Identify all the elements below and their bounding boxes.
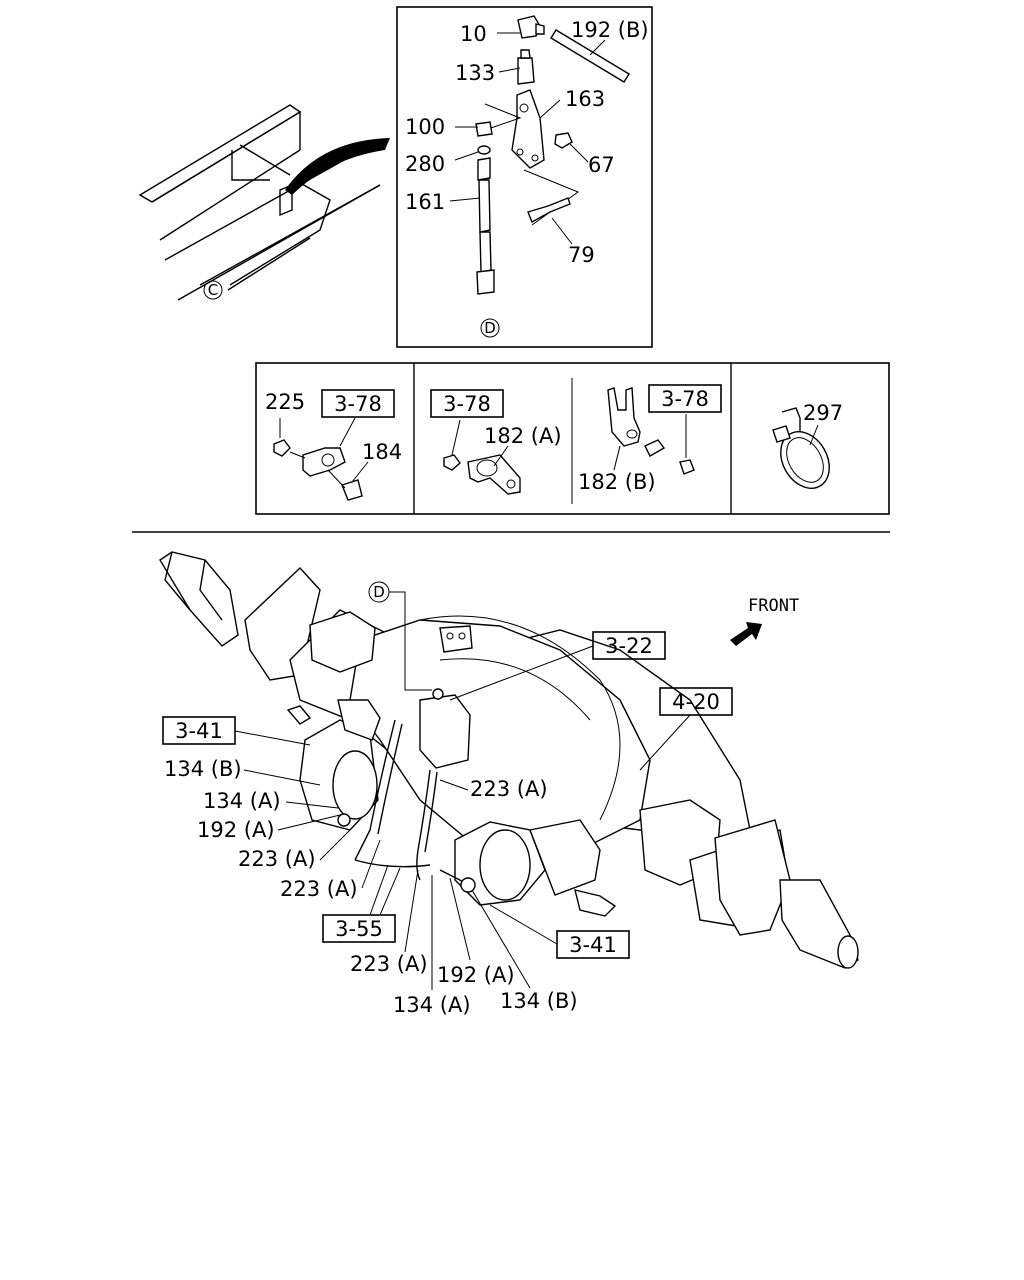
ref-box-3-41-left: 3-41 [175,719,223,743]
label-192a-bottom: 192 (A) [437,963,515,987]
label-part-67: 67 [588,153,615,177]
clip-panel-1: 3-78 225 184 [265,389,402,501]
label-223a-left-1: 223 (A) [238,847,316,871]
label-part-161: 161 [405,190,445,214]
label-part-79: 79 [568,243,595,267]
clip-panel-2: 3-78 182 (A) [430,389,562,495]
main-bottom-labels: 223 (A) 192 (A) 134 (A) 134 (B) [350,869,578,1017]
label-223a-left-2: 223 (A) [280,877,358,901]
label-134b-bottom: 134 (B) [500,989,578,1013]
circle-label-d-inset: D [484,319,496,337]
label-134b-left: 134 (B) [164,757,242,781]
label-part-192b: 192 (B) [571,18,649,42]
label-part-225: 225 [265,390,305,414]
ref-box-3-78-panel2: 3-78 [443,392,491,416]
ref-box-4-20: 4-20 [672,690,720,714]
ref-box-3-22: 3-22 [605,634,653,658]
clip-panel-4: 297 [772,401,843,489]
front-direction-indicator: FRONT [730,596,799,646]
ref-box-3-55: 3-55 [335,917,383,941]
label-part-182b: 182 (B) [578,470,656,494]
circle-label-d-main: D [373,583,385,601]
label-part-10: 10 [460,22,487,46]
ref-box-3-78-panel1: 3-78 [334,392,382,416]
ref-box-3-41-right: 3-41 [569,933,617,957]
leader-223a-center [439,779,469,791]
label-part-280: 280 [405,152,445,176]
front-arrow-icon [730,622,762,646]
label-part-133: 133 [455,61,495,85]
label-part-297: 297 [803,401,843,425]
valve-detail-labels: 10 192 (B) 133 163 100 280 67 161 79 [405,18,649,267]
label-part-100: 100 [405,115,445,139]
label-223a-center: 223 (A) [470,777,548,801]
ref-box-3-78-panel3: 3-78 [661,387,709,411]
main-circle-d: D [368,581,432,691]
clip-panels-box [255,362,890,515]
label-192a-left: 192 (A) [197,818,275,842]
reference-boxes: 3-22 4-20 3-41 3-41 3-55 [162,631,733,959]
label-223a-bottom: 223 (A) [350,952,428,976]
label-134a-left: 134 (A) [203,789,281,813]
front-label: FRONT [748,596,799,616]
main-left-labels: 134 (B) 134 (A) 192 (A) 223 (A) 223 (A) [164,757,381,901]
circle-label-c: C [208,281,218,299]
label-part-184: 184 [362,440,402,464]
label-part-163: 163 [565,87,605,111]
clip-panel-3: 3-78 182 (B) [578,384,722,494]
chassis-frame-sketch: C [138,104,390,301]
valve-detail-box [396,6,653,348]
label-134a-bottom: 134 (A) [393,993,471,1017]
label-part-182a: 182 (A) [484,424,562,448]
valve-detail-parts: D [449,15,630,338]
